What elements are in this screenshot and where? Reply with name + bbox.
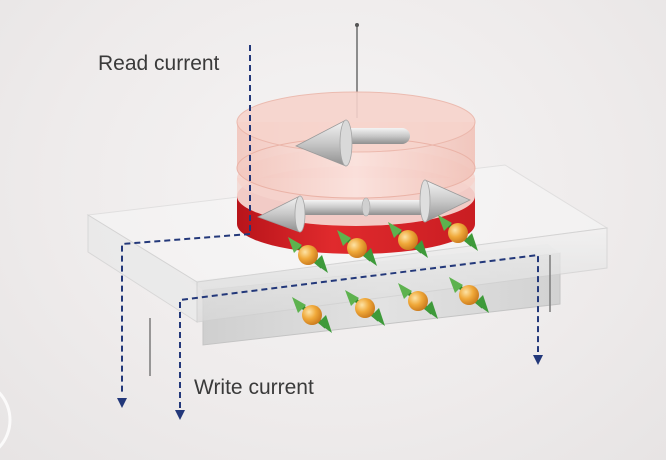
spin-electron-icon xyxy=(438,215,478,251)
write-current-arrow-icon xyxy=(175,410,185,420)
edge-circle xyxy=(0,391,12,449)
spin-electron-icon xyxy=(288,237,328,273)
write-current-label: Write current xyxy=(194,376,314,399)
spin-electron-icon xyxy=(449,277,489,313)
spin-electrons-lower xyxy=(292,277,489,333)
spin-electron-icon xyxy=(388,222,428,258)
spin-electrons-upper xyxy=(288,215,478,273)
spin-electron-icon xyxy=(292,297,332,333)
free-layer xyxy=(236,91,476,199)
read-current-path xyxy=(121,45,251,395)
pinned-layer-magnet-arrow-icon xyxy=(256,179,471,233)
contact-dot xyxy=(355,23,359,27)
read-current-label: Read current xyxy=(98,52,220,75)
read-current-arrow-icon xyxy=(117,398,127,408)
spin-electron-icon xyxy=(337,230,377,266)
free-layer-magnet-arrow-icon xyxy=(295,119,410,167)
spin-electron-icon xyxy=(345,290,385,326)
write-current-out-arrow-icon xyxy=(533,355,543,365)
write-current-path xyxy=(179,253,539,408)
spin-electron-icon xyxy=(398,283,438,319)
